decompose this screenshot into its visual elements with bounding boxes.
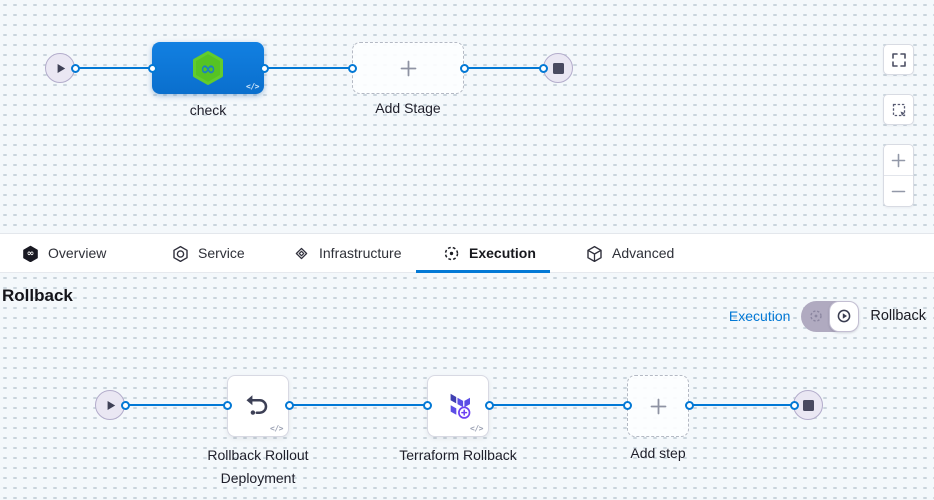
step-node-rollback-rollout[interactable]: </>: [227, 375, 289, 437]
selection-button[interactable]: [883, 94, 914, 125]
add-stage-button[interactable]: [352, 42, 464, 94]
connector-port: [70, 63, 80, 73]
connector-line: [264, 67, 352, 69]
tab-label: Advanced: [612, 245, 675, 261]
pipeline-start-node[interactable]: [45, 53, 75, 83]
fullscreen-icon: [891, 52, 906, 67]
overview-icon: ∞: [23, 245, 38, 262]
zoom-in-icon: [891, 153, 906, 167]
tab-label: Infrastructure: [319, 245, 402, 261]
rollback-toggle[interactable]: [801, 300, 860, 332]
connector-line: [464, 67, 543, 69]
service-icon: [173, 245, 188, 262]
execution-toggle-icon: [810, 309, 823, 322]
connector-port: [120, 400, 130, 410]
step-label: Rollback Rollout Deployment: [207, 447, 309, 486]
infrastructure-icon: [295, 247, 308, 259]
rollback-toggle-icon: [838, 309, 851, 323]
plus-icon: [400, 60, 416, 76]
rollback-canvas[interactable]: Rollback Execution Rollback: [0, 273, 934, 500]
stage-canvas[interactable]: ∞ </> check Add Stage: [0, 0, 934, 233]
svg-text:∞: ∞: [27, 249, 35, 259]
svg-text:∞: ∞: [200, 58, 216, 80]
execution-link[interactable]: Execution: [728, 308, 791, 324]
pipeline-end-node[interactable]: [543, 53, 573, 83]
undo-icon: [246, 395, 268, 415]
connector-port: [538, 63, 548, 73]
connector-line: [125, 404, 227, 406]
yaml-code-icon: </>: [270, 424, 283, 433]
stage-node-check[interactable]: ∞ </>: [152, 42, 264, 94]
connector-port: [147, 63, 157, 73]
harness-stage-icon: ∞: [193, 51, 223, 85]
advanced-icon: [587, 245, 602, 262]
tab-label: Service: [198, 245, 245, 261]
connector-port: [422, 400, 432, 410]
step-node-terraform-rollback[interactable]: </>: [427, 375, 489, 437]
terraform-icon: [450, 393, 471, 419]
tab-service[interactable]: Service: [172, 234, 245, 272]
yaml-code-icon: </>: [470, 424, 483, 433]
dashed-square-icon: [892, 103, 905, 116]
execution-rollback-switcher: Execution Rollback: [729, 300, 926, 332]
add-stage-label: Add Stage: [375, 100, 441, 116]
tab-execution[interactable]: Execution: [443, 234, 536, 272]
tab-advanced[interactable]: Advanced: [586, 234, 674, 272]
rollback-toggle-label: Rollback: [870, 308, 926, 324]
connector-port: [484, 400, 494, 410]
tab-label: Execution: [469, 245, 536, 261]
rollback-start-node[interactable]: [95, 390, 125, 420]
play-icon: [107, 400, 115, 410]
tab-infrastructure[interactable]: Infrastructure: [293, 234, 401, 272]
play-icon: [57, 63, 65, 73]
plus-icon: [650, 398, 666, 414]
connector-port: [789, 400, 799, 410]
connector-port: [222, 400, 232, 410]
zoom-out-icon: [891, 190, 906, 192]
stage-label: check: [189, 102, 227, 118]
connector-line: [489, 404, 627, 406]
yaml-code-icon: </>: [246, 82, 259, 91]
toggle-thumb: [829, 300, 860, 332]
zoom-out-button[interactable]: [884, 176, 913, 206]
execution-icon: [444, 246, 459, 260]
step-label: Terraform Rollback: [399, 447, 517, 463]
tab-label: Overview: [48, 245, 107, 261]
section-title: Rollback: [2, 286, 73, 305]
add-step-label: Add step: [630, 445, 686, 461]
stop-icon: [802, 399, 814, 411]
tab-overview[interactable]: ∞ Overview: [22, 234, 106, 272]
pipeline-tabs: ∞ Overview Service Infrastructure Execut…: [0, 233, 934, 273]
connector-port: [347, 63, 357, 73]
zoom-in-button[interactable]: [884, 145, 913, 176]
connector-line: [75, 67, 152, 69]
connector-port: [622, 400, 632, 410]
connector-line: [289, 404, 427, 406]
connector-port: [284, 400, 294, 410]
connector-port: [459, 63, 469, 73]
fullscreen-button[interactable]: [883, 44, 914, 75]
connector-port: [684, 400, 694, 410]
connector-line: [689, 404, 794, 406]
connector-port: [259, 63, 269, 73]
stop-icon: [552, 62, 564, 74]
add-step-button[interactable]: [627, 375, 689, 437]
zoom-controls: [883, 144, 914, 207]
active-tab-underline: [416, 270, 550, 273]
